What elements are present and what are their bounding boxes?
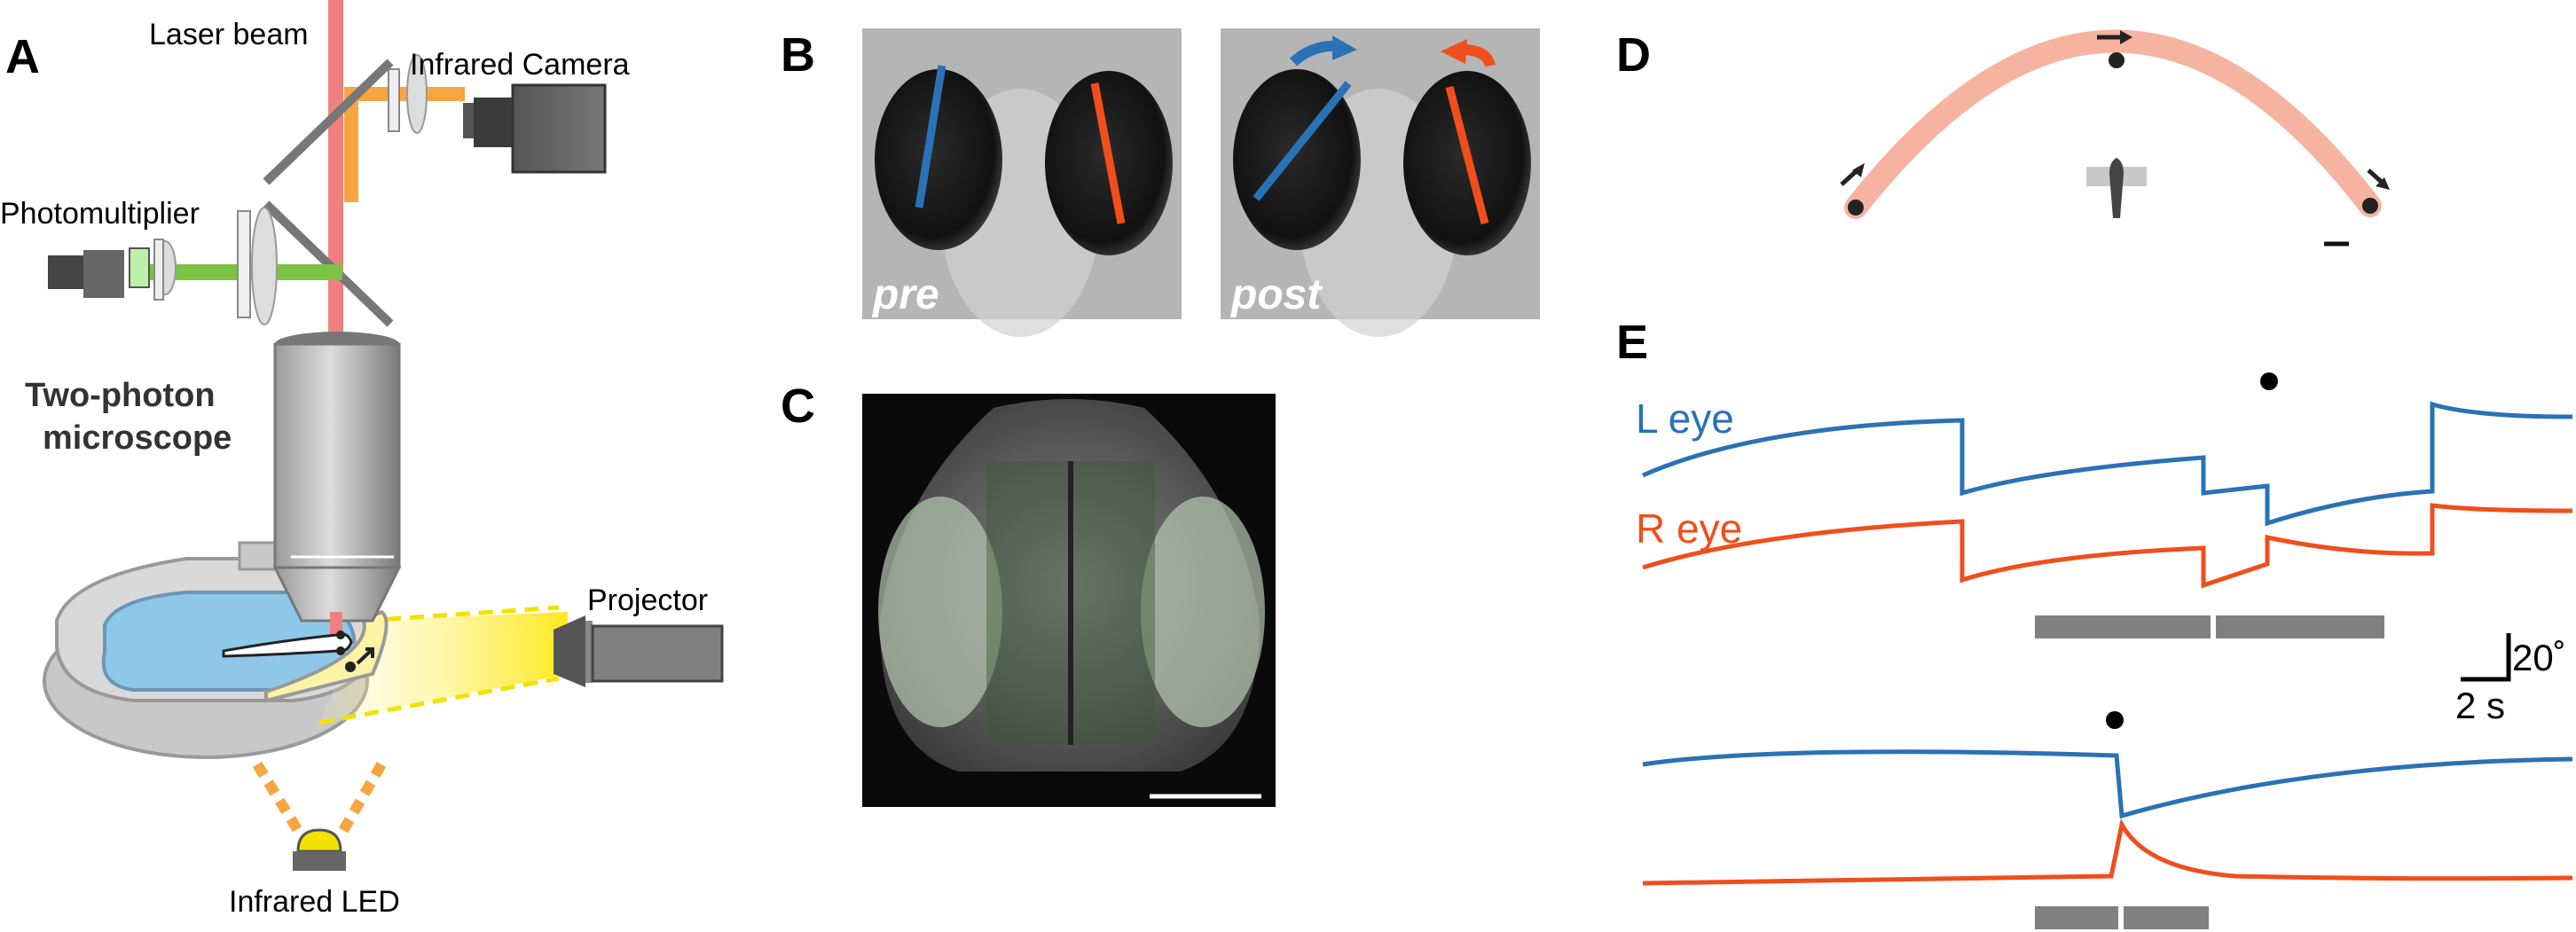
panel-d: D [1616,28,2390,247]
stimulus-arc [1844,29,2382,219]
eye-image-post: post [1221,28,1540,337]
scale-angle-label: 20˚ [2512,637,2566,678]
stimulus-bar-2a [2035,906,2118,929]
infrared-path [344,87,465,101]
fish-icon [222,630,353,658]
panel-a: A Infrared LED Projector [0,0,724,919]
right-eye-trace-2 [1642,818,2573,886]
infrared-led-label: Infrared LED [229,885,400,919]
laser-beam-label: Laser beam [149,18,309,51]
projection-screen [264,609,389,703]
event-dot-2 [2106,711,2124,729]
panel-label-d: D [1616,28,1651,82]
eye-image-pre: pre [862,28,1182,337]
stimulus-bar-1b [2216,615,2384,638]
panel-label-e: E [1616,316,1648,369]
dichroic-mirror-top [263,59,394,185]
panel-label-c: C [781,380,815,433]
left-eye-trace-2 [1642,749,2573,819]
microscope-label-1: Two-photon [25,377,216,414]
right-eye-trace-1 [1642,503,2573,589]
pre-label: pre [871,271,939,318]
arrow-icon [1332,35,1357,60]
post-label: post [1229,271,1323,318]
stimulus-bar-1a [2035,615,2211,638]
infrared-camera-label: Infrared Camera [410,48,630,82]
event-dot-1 [2260,372,2278,390]
led-icon [252,761,387,871]
photomultiplier-icon [48,239,177,301]
panel-c: C [781,380,1276,807]
panel-e: E L eye R eye 20˚ 2 s [1616,316,2573,929]
stimulus-bar-2b [2124,906,2209,929]
panel-b: B pre post [781,28,1540,337]
microscope-label-2: microscope [43,419,232,457]
laser-beam [328,0,343,346]
arrow-icon [2376,177,2390,190]
left-eye-label: L eye [1636,396,1734,442]
photomultiplier-label: Photomultiplier [0,197,200,231]
arrow-icon [2120,30,2132,44]
left-eye-trace-1 [1641,401,2573,527]
panel-label-b: B [781,28,815,82]
right-eye-label: R eye [1636,505,1742,552]
objective-lens [272,332,402,638]
dichroic-mirror-bottom [263,200,394,327]
projector-label: Projector [587,583,708,617]
scale-bar [2461,633,2511,682]
projector-icon [554,615,724,687]
panel-label-a: A [5,30,40,83]
arrow-icon [356,647,374,665]
scale-time-label: 2 s [2455,685,2505,726]
camera-icon [463,83,607,174]
brain-image [862,394,1276,807]
arrow-icon [1441,39,1467,64]
arrow-icon [1852,163,1865,177]
fish-icon [2109,158,2124,218]
